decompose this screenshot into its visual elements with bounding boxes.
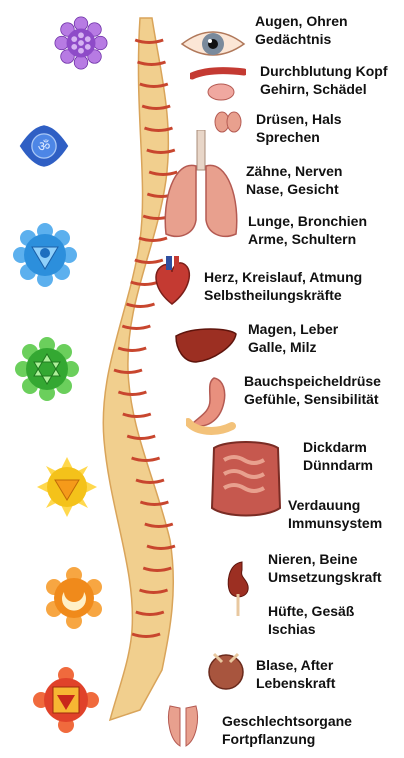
label-digestion: Verdauung Immunsystem	[288, 497, 383, 531]
reproductive-organ-icon	[167, 705, 199, 747]
vertebral-disc	[138, 236, 168, 242]
spine-illustration	[102, 17, 178, 722]
label-bladder: Blase, After Lebenskraft	[256, 657, 336, 691]
vertebral-disc	[117, 346, 147, 352]
label-eyes: Augen, Ohren Gedächtnis	[255, 13, 348, 47]
vertebral-disc	[139, 500, 169, 506]
spinal-column	[102, 17, 175, 722]
vertebral-disc	[131, 456, 161, 462]
lungs-icon	[164, 130, 238, 238]
kidney-icon	[227, 561, 249, 616]
vertebral-disc	[126, 302, 156, 308]
eye-icon	[180, 31, 246, 56]
vertebral-disc	[134, 38, 164, 44]
stomach-icon	[186, 377, 236, 435]
vertebral-disc	[148, 170, 178, 176]
liver-icon	[175, 328, 237, 363]
chakra-throat-icon	[13, 223, 77, 287]
label-teeth: Zähne, Nerven Nase, Gesicht	[246, 163, 343, 197]
chakra-third-eye-icon: ॐ	[19, 125, 69, 167]
vertebral-disc	[139, 82, 169, 88]
label-glands: Drüsen, Hals Sprechen	[256, 111, 342, 145]
vertebral-disc	[113, 368, 143, 374]
vertebral-disc	[117, 390, 147, 396]
om-symbol: ॐ	[38, 139, 51, 155]
chakra-root-icon	[33, 667, 99, 733]
vertebral-disc	[143, 126, 173, 132]
chakra-sacral-icon	[46, 567, 102, 629]
label-lungs: Lunge, Bronchien Arme, Schultern	[248, 213, 367, 247]
brain-icon	[207, 83, 235, 101]
vertebral-disc	[139, 588, 169, 594]
vertebral-disc	[146, 544, 176, 550]
vertebral-disc	[135, 478, 165, 484]
vertebral-disc	[134, 258, 164, 264]
vertebral-disc	[141, 104, 171, 110]
chakra-heart-icon	[15, 337, 79, 401]
vertebral-disc	[146, 148, 176, 154]
vertebral-disc	[144, 522, 174, 528]
label-intestine: Dickdarm Dünndarm	[303, 439, 373, 473]
thyroid-gland-icon	[214, 111, 242, 133]
blood-vessel-icon	[190, 67, 246, 80]
vertebral-disc	[135, 610, 165, 616]
label-heart: Herz, Kreislauf, Atmung Selbstheilungskr…	[204, 269, 363, 303]
label-genitals: Geschlechtsorgane Fortpflanzung	[222, 713, 352, 747]
vertebral-disc	[137, 60, 167, 66]
vertebral-disc	[121, 324, 151, 330]
label-stomach: Magen, Leber Galle, Milz	[248, 321, 339, 355]
label-pancreas: Bauchspeicheldrüse Gefühle, Sensibilität	[244, 373, 381, 407]
heart-icon	[155, 256, 191, 305]
vertebral-disc	[122, 412, 152, 418]
vertebral-disc	[126, 434, 156, 440]
label-hip: Hüfte, Gesäß Ischias	[268, 603, 355, 637]
label-blood-circulation: Durchblutung Kopf Gehirn, Schädel	[260, 63, 388, 97]
chakra-solar-plexus-icon	[37, 457, 97, 517]
label-kidneys: Nieren, Beine Umsetzungskraft	[268, 551, 382, 585]
bladder-icon	[208, 652, 244, 690]
intestines-icon	[210, 441, 282, 517]
vertebral-disc	[131, 632, 161, 638]
chakra-crown-icon	[54, 16, 108, 70]
vertebral-disc	[142, 566, 172, 572]
